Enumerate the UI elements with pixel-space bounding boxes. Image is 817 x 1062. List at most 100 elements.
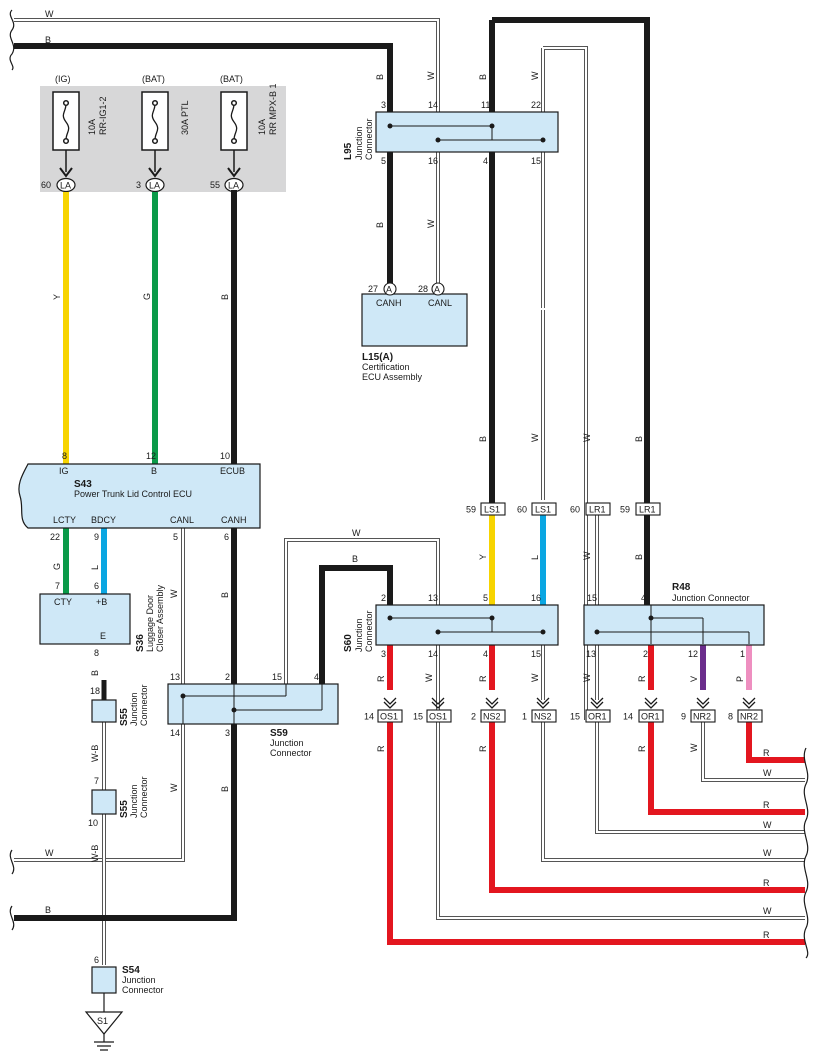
pin-number: 1 — [522, 712, 527, 722]
connector-tag: A — [386, 285, 392, 295]
connector-or1-15: OR1 15 — [570, 697, 611, 723]
wire-label: B — [90, 670, 100, 676]
pin-number: 3 — [225, 728, 230, 738]
pin-number: 22 — [50, 532, 60, 542]
wire-label: W — [689, 743, 699, 752]
wire-label: B — [220, 786, 230, 792]
terminal-label: CANH — [221, 515, 247, 525]
component-code: S36 — [135, 634, 146, 652]
terminal-label: E — [100, 631, 106, 641]
wire-label: B — [45, 35, 51, 45]
pin-number: 3 — [381, 100, 386, 110]
wire-label: Y — [52, 294, 62, 300]
terminal-label: BDCY — [91, 515, 116, 525]
connector-tag: OR1 — [588, 712, 607, 722]
component-name: Junction Connector — [672, 593, 750, 603]
pin-number: 13 — [170, 672, 180, 682]
fuse-pin-number: 3 — [136, 180, 141, 190]
wire-label: R — [637, 675, 647, 682]
terminal-label: ECUB — [220, 466, 245, 476]
pin-number: 11 — [481, 100, 490, 110]
ground-code: S1 — [97, 1016, 108, 1026]
connector-tag: A — [434, 285, 440, 295]
fuse-source-label: (BAT) — [142, 74, 165, 84]
fuse-pin-number: 60 — [41, 180, 51, 190]
component-code: L15(A) — [362, 352, 393, 363]
wire-label: R — [763, 878, 770, 888]
fuse-rr-ig1-2: (IG) 10A RR-IG1-2 60 LA — [41, 74, 108, 193]
pin-number: 4 — [641, 593, 646, 603]
wire-label: W — [426, 71, 436, 80]
connector-lr1-59: LR1 59 — [620, 502, 661, 516]
fuse-source-label: (BAT) — [220, 74, 243, 84]
wire-label: W — [763, 820, 772, 830]
wire-label: B — [478, 74, 488, 80]
pin-number: 7 — [94, 776, 99, 786]
pin-number: 15 — [587, 593, 597, 603]
wire-label: W — [582, 673, 592, 682]
connector-tag: LR1 — [589, 505, 606, 515]
pin-number: 14 — [364, 712, 374, 722]
fuse-source-label: (IG) — [55, 74, 71, 84]
component-name: Connector — [364, 118, 374, 160]
pin-number: 2 — [643, 649, 648, 659]
fuse-element-icon — [62, 103, 70, 141]
wire-label: B — [634, 436, 644, 442]
component-code: L95 — [343, 142, 354, 160]
terminal-label: B — [151, 466, 157, 476]
wire-label: W — [530, 433, 540, 442]
wire-label: R — [763, 800, 770, 810]
terminal-label: LCTY — [53, 515, 76, 525]
pin-number: 16 — [428, 156, 438, 166]
wire-label: B — [375, 74, 385, 80]
pin-number: 13 — [428, 593, 438, 603]
pin-number: 1 — [740, 649, 745, 659]
pin-number: 8 — [62, 451, 67, 461]
wire-label: B — [220, 592, 230, 598]
pin-number: 4 — [483, 156, 488, 166]
component-name: Connector — [139, 684, 149, 726]
component-name: Junction — [122, 975, 156, 985]
s55-junction-connector-upper: 18 S55 Junction Connector — [90, 684, 149, 726]
pin-number: 6 — [94, 955, 99, 965]
pin-number: 14 — [623, 712, 633, 722]
s55-junction-connector-lower: 7 10 S55 Junction Connector — [88, 776, 149, 828]
pin-number: 14 — [428, 649, 438, 659]
component-code: S43 — [74, 479, 92, 490]
wire-label: B — [634, 554, 644, 560]
terminal-label: CANL — [428, 298, 452, 308]
wire-label: W — [763, 768, 772, 778]
connector-tag: OR1 — [641, 712, 660, 722]
pin-number: 16 — [531, 593, 541, 603]
component-name: Junction — [129, 692, 139, 726]
connector-lr1-60: LR1 60 — [570, 502, 611, 516]
wire-label: R — [763, 748, 770, 758]
fuse-rating-label: 10A — [257, 119, 267, 135]
s59-junction-connector: 13 2 15 4 14 3 S59 Junction Connector — [167, 672, 339, 758]
connector-tag: LS1 — [535, 505, 551, 515]
pin-number: 8 — [728, 712, 733, 722]
l95-junction-connector: 3 14 11 22 5 16 4 15 L95 Junction Connec… — [343, 100, 559, 166]
pin-number: 9 — [94, 532, 99, 542]
lower-connector-row: OS1 14 OS1 15 NS2 2 NS2 1 OR1 15 — [364, 697, 763, 723]
upper-connector-row: LS1 59 LS1 60 LR1 60 LR1 59 — [466, 502, 661, 516]
component-code: S60 — [343, 634, 354, 652]
wire-label: W — [169, 589, 179, 598]
wire-label: R — [478, 675, 488, 682]
s54-junction-connector: 6 S54 Junction Connector — [91, 955, 164, 995]
pin-number: 2 — [381, 593, 386, 603]
black-wires — [14, 17, 650, 921]
terminal-label: CTY — [54, 597, 72, 607]
fuse-name-label: RR MPX-B 1 — [268, 83, 278, 135]
pin-number: 5 — [381, 156, 386, 166]
fuse-ptl: (BAT) 30A PTL 3 LA — [136, 74, 190, 193]
connector-os1-14: OS1 14 — [364, 697, 403, 723]
wire-label: R — [376, 675, 386, 682]
pin-number: 14 — [170, 728, 180, 738]
connector-tag: NS2 — [483, 712, 501, 722]
pin-number: 18 — [90, 686, 100, 696]
wire-label: G — [142, 293, 152, 300]
wire-label: W-B — [90, 845, 100, 862]
fuse-pin-number: 55 — [210, 180, 220, 190]
pin-number: 15 — [413, 712, 423, 722]
